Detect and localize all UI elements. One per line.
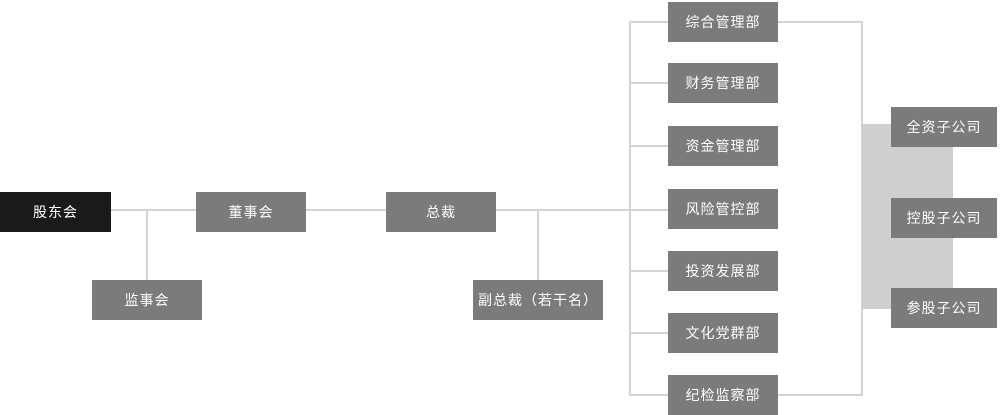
node-president: 总裁 bbox=[386, 192, 496, 232]
node-wholly-owned-subsidiary: 全资子公司 bbox=[891, 107, 997, 147]
node-label: 监事会 bbox=[124, 292, 170, 308]
connector-supervisory-vertical bbox=[146, 209, 148, 280]
connector-top-right-horizontal bbox=[778, 21, 862, 23]
connector-dept-stub bbox=[631, 270, 668, 272]
node-vice-presidents: 副总裁（若干名） bbox=[473, 280, 603, 320]
node-dept-treasury-management: 资金管理部 bbox=[668, 126, 778, 166]
node-label: 股东会 bbox=[33, 204, 78, 220]
connector-vp-vertical bbox=[537, 209, 539, 280]
node-label: 投资发展部 bbox=[685, 263, 761, 279]
node-holding-subsidiary: 控股子公司 bbox=[891, 198, 997, 238]
connector-dept-stub bbox=[631, 21, 668, 23]
connector-main-horizontal bbox=[0, 209, 668, 211]
node-label: 风险管控部 bbox=[685, 201, 761, 217]
node-label: 控股子公司 bbox=[906, 210, 982, 226]
node-dept-investment-development: 投资发展部 bbox=[668, 251, 778, 291]
connector-dept-stub bbox=[631, 332, 668, 334]
node-label: 全资子公司 bbox=[906, 119, 982, 135]
node-label: 纪检监察部 bbox=[685, 387, 761, 403]
connector-dept-stub bbox=[631, 82, 668, 84]
connector-left-trunk bbox=[629, 21, 631, 396]
connector-dept-stub bbox=[631, 394, 668, 396]
node-label: 参股子公司 bbox=[906, 300, 982, 316]
node-label: 副总裁（若干名） bbox=[478, 292, 598, 308]
node-dept-discipline-inspection: 纪检监察部 bbox=[668, 375, 778, 415]
node-dept-risk-control: 风险管控部 bbox=[668, 189, 778, 229]
node-board-of-directors: 董事会 bbox=[196, 192, 306, 232]
connector-bottom-right-horizontal bbox=[778, 394, 862, 396]
node-label: 财务管理部 bbox=[685, 75, 761, 91]
node-label: 文化党群部 bbox=[685, 325, 761, 341]
node-dept-general-management: 综合管理部 bbox=[668, 2, 778, 42]
connector-dept-stub bbox=[631, 145, 668, 147]
node-dept-culture-party: 文化党群部 bbox=[668, 313, 778, 353]
node-label: 资金管理部 bbox=[685, 138, 761, 154]
node-equity-participation-subsidiary: 参股子公司 bbox=[891, 288, 997, 328]
node-label: 董事会 bbox=[228, 204, 274, 220]
node-label: 综合管理部 bbox=[685, 14, 761, 30]
node-dept-finance-management: 财务管理部 bbox=[668, 63, 778, 103]
node-label: 总裁 bbox=[426, 204, 456, 220]
node-supervisory-board: 监事会 bbox=[92, 280, 202, 320]
node-shareholders-meeting: 股东会 bbox=[0, 192, 111, 232]
